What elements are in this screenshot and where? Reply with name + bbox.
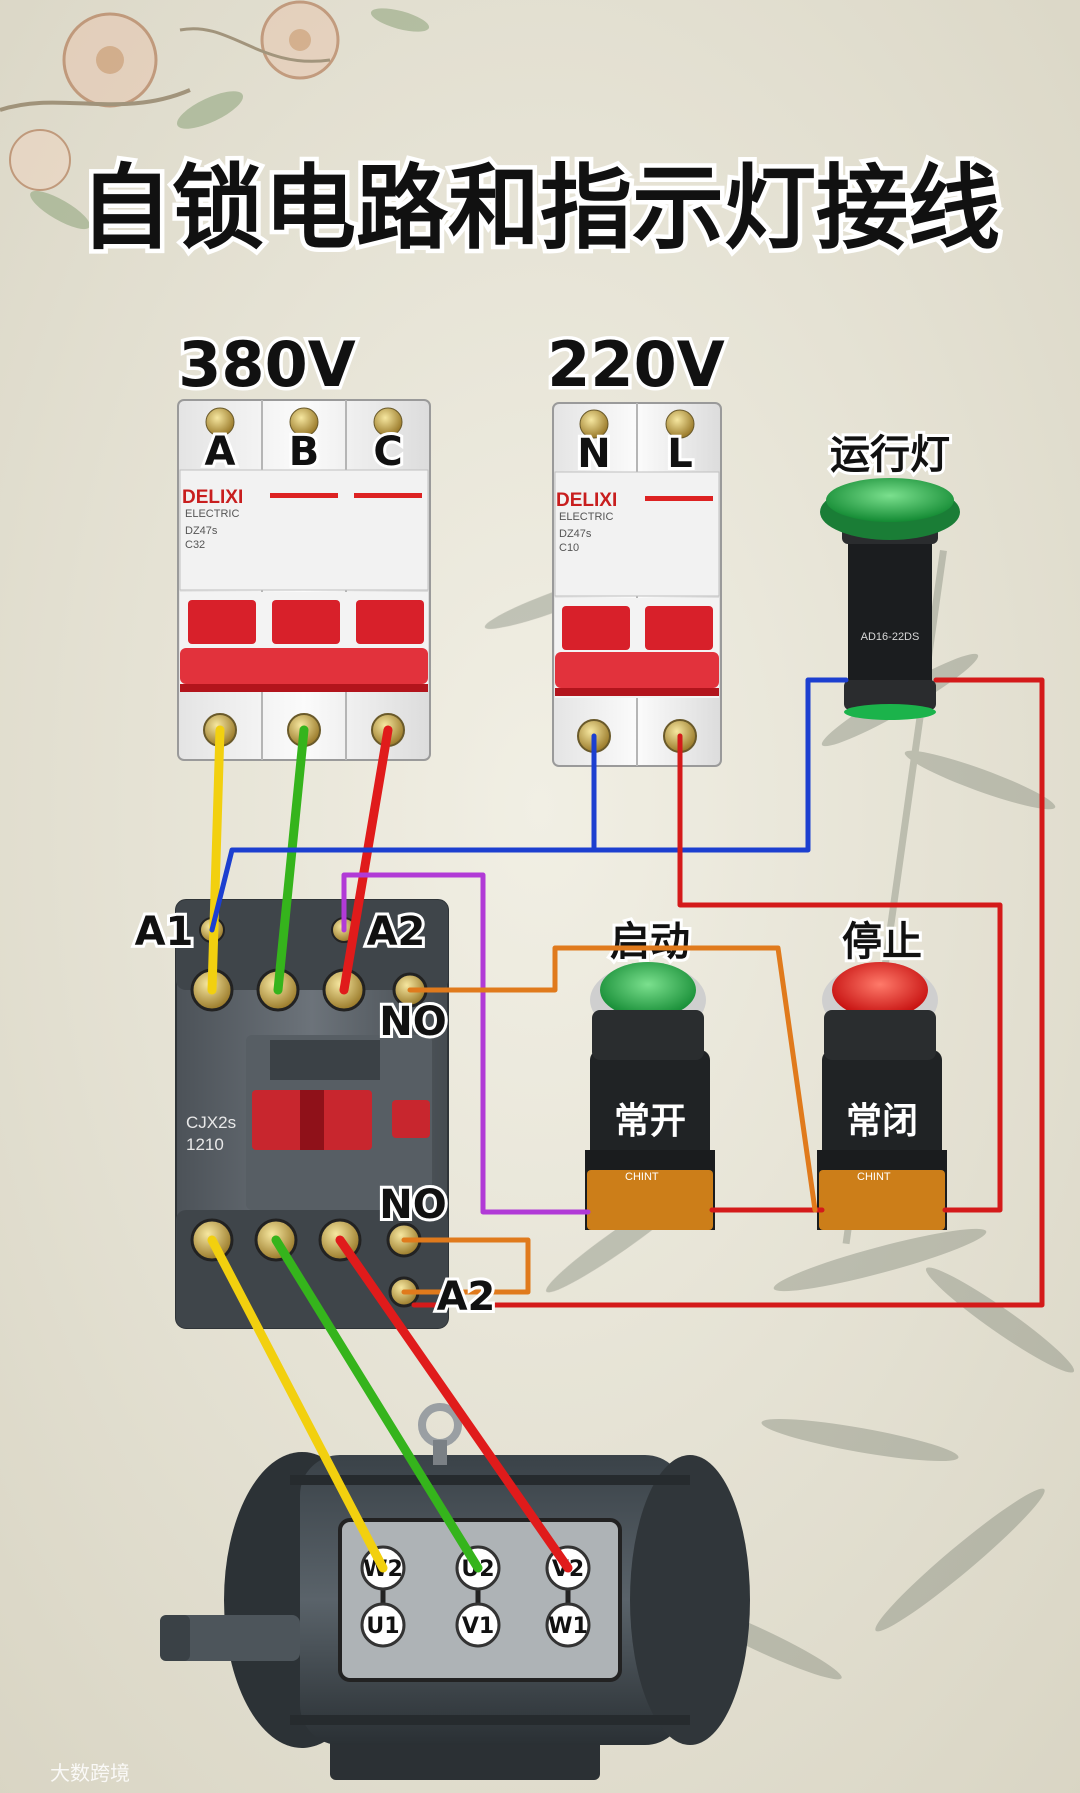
wire-neutral bbox=[209, 733, 597, 933]
terminal-label-b: B bbox=[289, 429, 320, 475]
wire-motor-b bbox=[271, 1235, 483, 1573]
contactor-rating: 1210 bbox=[186, 1135, 224, 1154]
decorative-flowers bbox=[0, 0, 430, 230]
wire-phase-a bbox=[207, 725, 225, 995]
breaker-2p-brand-sub: ELECTRIC bbox=[559, 511, 613, 523]
terminal-label-n: N bbox=[577, 431, 610, 477]
stop-button: CHINT bbox=[817, 962, 947, 1230]
contactor-a1-label: A1 bbox=[135, 909, 194, 955]
breaker-2p-brand: DELIXI bbox=[556, 490, 617, 511]
breaker-3-pole: DELIXI ELECTRIC DZ47s C32 A B C bbox=[177, 399, 431, 761]
contactor-a2-label-bottom: A2 bbox=[437, 1274, 496, 1320]
wire-no-top-start bbox=[407, 945, 818, 1213]
wire-phase-b bbox=[273, 725, 309, 995]
wires bbox=[207, 677, 1045, 1573]
breaker-3p-brand: DELIXI bbox=[182, 487, 243, 508]
breaker-2p-model: DZ47s bbox=[559, 528, 592, 540]
breaker-2p-rating: C10 bbox=[559, 542, 579, 554]
wire-lamp-return bbox=[411, 677, 1045, 1308]
contactor-a2-label-top: A2 bbox=[367, 909, 426, 955]
start-button-type: 常开 bbox=[614, 1101, 686, 1142]
motor-terminal-w1: W1 bbox=[548, 1614, 588, 1639]
stop-button-label: 停止 bbox=[842, 919, 922, 965]
wire-no-bottom-link bbox=[401, 1237, 531, 1295]
contactor-model: CJX2s bbox=[186, 1113, 236, 1132]
wire-neutral-lamp bbox=[591, 677, 849, 853]
start-button-label: 启动 bbox=[610, 919, 690, 965]
motor: W2 U2 V2 U1 V1 W1 bbox=[160, 1403, 750, 1780]
terminal-label-c: C bbox=[373, 429, 402, 475]
contactor-aux-no-top: NO bbox=[379, 999, 446, 1045]
start-button: CHINT bbox=[585, 962, 715, 1230]
motor-terminal-v1: V1 bbox=[462, 1614, 494, 1639]
breaker-3p-rating: C32 bbox=[185, 539, 205, 551]
wire-phase-c bbox=[339, 725, 393, 995]
wire-coil-a2-start bbox=[341, 872, 591, 1215]
stop-button-brand: CHINT bbox=[857, 1171, 891, 1183]
terminal-label-a: A bbox=[205, 429, 236, 475]
indicator-lamp: AD16-22DS bbox=[820, 478, 960, 720]
terminal-label-l: L bbox=[667, 431, 693, 477]
page-title: 自锁电路和指示灯接线 bbox=[80, 155, 1000, 262]
stop-button-type: 常闭 bbox=[846, 1101, 918, 1142]
contactor-aux-no-bottom: NO bbox=[379, 1182, 446, 1228]
wire-motor-a bbox=[207, 1235, 388, 1573]
breaker-2-pole: DELIXI ELECTRIC DZ47s C10 N L bbox=[552, 402, 722, 767]
indicator-lamp-label: 运行灯 bbox=[830, 432, 950, 478]
wire-line-to-stop bbox=[677, 733, 1003, 1213]
breaker-3p-model: DZ47s bbox=[185, 525, 218, 537]
breaker-3p-brand-sub: ELECTRIC bbox=[185, 508, 239, 520]
motor-terminal-u1: U1 bbox=[366, 1614, 399, 1639]
voltage-label-220v: 220V bbox=[547, 328, 724, 401]
start-button-brand: CHINT bbox=[625, 1171, 659, 1183]
voltage-label-380v: 380V bbox=[178, 328, 355, 401]
wire-motor-c bbox=[335, 1235, 573, 1573]
indicator-lamp-model: AD16-22DS bbox=[861, 631, 920, 643]
watermark: 大数跨境 bbox=[50, 1761, 130, 1785]
